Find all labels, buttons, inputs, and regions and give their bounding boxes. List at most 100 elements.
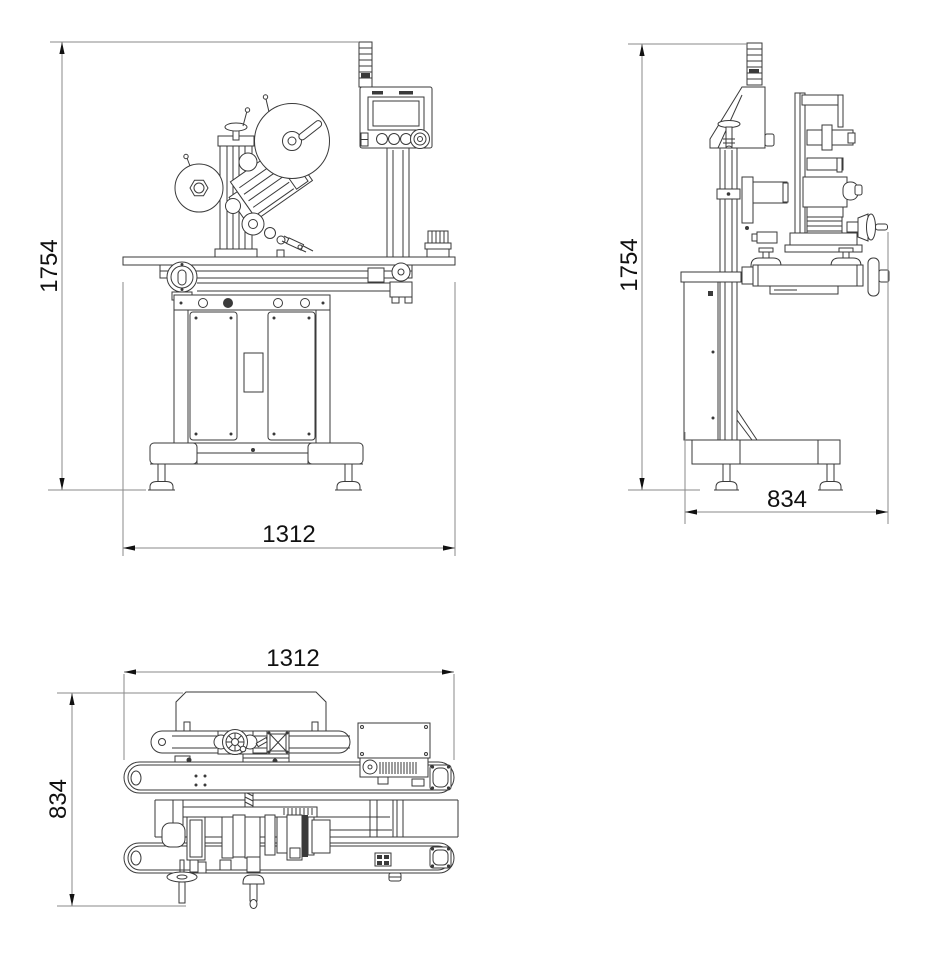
- rewind-spool: [806, 157, 844, 173]
- side-view: 1754 834: [616, 42, 890, 524]
- peel-blade: [281, 235, 314, 253]
- cross-slide: [751, 231, 863, 253]
- height-crank: [224, 107, 251, 141]
- belt-end-plate-lower: [429, 846, 452, 869]
- pulley-flange: [867, 257, 880, 297]
- cable-connector: [411, 778, 425, 787]
- support-foot: [242, 874, 265, 909]
- top-arm: [801, 94, 844, 106]
- drive-box: [424, 230, 452, 258]
- support-column: [716, 147, 741, 441]
- hex-hub: [189, 179, 209, 197]
- leveling-foot-right: [818, 463, 843, 491]
- stand-leg: [392, 799, 404, 838]
- arrowhead: [639, 478, 645, 490]
- hmi-brand-mark: [372, 91, 383, 95]
- belt-tensioner: [367, 262, 413, 304]
- label-spool: [806, 124, 856, 151]
- top-view: 1312 834: [45, 645, 459, 909]
- arrowhead: [685, 509, 697, 515]
- top-depth-dim-text: 834: [45, 779, 72, 819]
- electrical-box: [357, 722, 431, 787]
- table-sensor: [276, 249, 285, 258]
- front-height-dim-text: 1754: [36, 239, 63, 292]
- label-supply-roll: [254, 94, 330, 179]
- arrowhead: [69, 894, 75, 906]
- conveyor-roller: [741, 257, 890, 297]
- diagonal-brace: [736, 419, 753, 441]
- dark-roller: [302, 815, 308, 857]
- mast-dark-band: [361, 73, 370, 78]
- hmi-screen: [367, 96, 425, 131]
- drive-motor: [741, 176, 789, 230]
- cabinet-door-left: [189, 311, 238, 441]
- center-cutout: [243, 352, 264, 393]
- signal-column: [746, 42, 763, 86]
- vent-grille: [379, 762, 417, 774]
- roller-bank: [186, 814, 331, 861]
- arrowhead: [59, 478, 65, 490]
- side-dimension-height: 1754: [616, 43, 747, 491]
- applicator-mount: [246, 856, 261, 873]
- frame-hole: [273, 298, 283, 308]
- hmi-button: [376, 133, 388, 145]
- labeler-assembly: [161, 806, 392, 874]
- front-dimension-height: 1754: [36, 41, 359, 491]
- conveyor-table: [122, 230, 456, 304]
- hanger-bar: [837, 94, 844, 128]
- front-dimension-width: 1312: [122, 282, 456, 556]
- front-view: 1754 1312: [36, 41, 456, 556]
- base-frame: [149, 442, 364, 465]
- mounting-bracket: [266, 730, 290, 755]
- leveling-foot-right: [335, 463, 362, 491]
- shaft-stub: [878, 269, 890, 283]
- guide-rollers: [225, 152, 286, 245]
- conveyor-pulley: [166, 261, 198, 301]
- arrowhead: [442, 669, 454, 675]
- head-bracket: [709, 86, 775, 149]
- stand-leg: [369, 799, 378, 838]
- hmi-support-pole: [386, 147, 410, 258]
- cabinet-frame: [173, 294, 331, 444]
- leveling-foot-left: [148, 463, 175, 491]
- adjust-handwheel: [846, 213, 888, 242]
- side-height-dim-text: 1754: [616, 238, 643, 291]
- leveling-foot-left: [714, 463, 739, 491]
- arrowhead: [123, 545, 135, 551]
- signal-column: [358, 41, 373, 88]
- arrowhead: [124, 669, 136, 675]
- hmi-button: [400, 133, 412, 145]
- hmi-model-mark: [399, 91, 413, 95]
- frame-hole: [300, 298, 310, 308]
- arrowhead: [639, 44, 645, 56]
- belt-end-plate-upper: [429, 764, 452, 791]
- leveling-knob: [166, 859, 198, 904]
- side-dimension-depth: 834: [684, 232, 889, 524]
- rewind-roll-top: [161, 822, 186, 848]
- hmi-panel: [359, 86, 433, 149]
- front-width-dim-text: 1312: [262, 521, 315, 548]
- diagonal-brace: [736, 409, 758, 441]
- top-dimension-depth: 834: [45, 692, 186, 907]
- clamp-screw: [745, 226, 749, 230]
- hmi-knob: [410, 129, 430, 149]
- cabinet-door-right: [267, 311, 316, 441]
- power-knob: [223, 298, 233, 308]
- side-depth-dim-text: 834: [767, 486, 807, 513]
- cable-connector: [377, 776, 389, 785]
- rail-handwheel: [213, 729, 272, 755]
- label-rewind-roll: [174, 153, 224, 213]
- base-frame: [691, 409, 841, 465]
- machine-cover: [175, 691, 327, 732]
- arrowhead: [443, 545, 455, 551]
- roll-crank-handle: [298, 120, 323, 141]
- arrowhead: [69, 693, 75, 705]
- rear-panel: [680, 271, 742, 441]
- arrowhead: [876, 509, 888, 515]
- arrowhead: [59, 42, 65, 54]
- frame-hole: [198, 298, 208, 308]
- top-dimension-width: 1312: [123, 645, 455, 760]
- terminal-block: [374, 852, 402, 882]
